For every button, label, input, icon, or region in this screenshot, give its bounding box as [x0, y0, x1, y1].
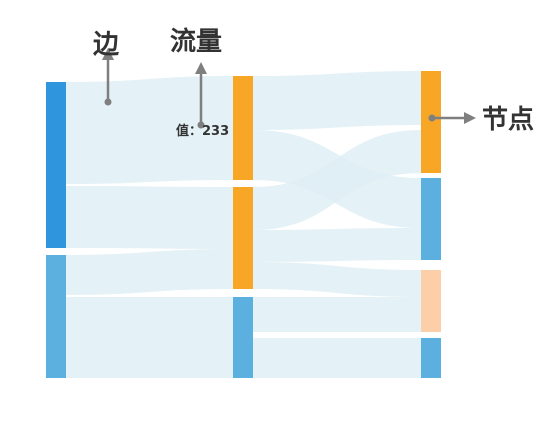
node-annotation-arrow: [428, 112, 476, 124]
links-layer: [66, 71, 421, 378]
flow-annotation-arrow: [195, 62, 207, 129]
node-mid-middle: [233, 187, 253, 289]
edge-label: 边: [93, 30, 120, 60]
node-right-1: [421, 71, 441, 173]
node-left-top: [46, 82, 66, 248]
link-mid-top-to-right-1: [253, 71, 421, 130]
link-mid-middle-to-right-3: [253, 262, 421, 297]
nodes-layer: [46, 71, 441, 378]
watermark-main: 知乎 @镝次元数据: [398, 391, 531, 410]
link-mid-bottom-to-right-3: [253, 297, 421, 332]
node-label: 节点: [482, 104, 534, 135]
node-right-3: [421, 270, 441, 332]
node-mid-top: [233, 76, 253, 180]
link-left-top-to-mid-middle: [66, 186, 233, 249]
node-right-4: [421, 338, 441, 378]
link-left-bottom-to-mid-middle: [66, 249, 233, 295]
link-mid-bottom-to-right-4: [253, 338, 421, 378]
node-mid-bottom: [233, 297, 253, 378]
node-right-2: [421, 178, 441, 260]
edge-annotation-arrow: [102, 48, 114, 106]
link-mid-middle-to-right-1: [253, 130, 421, 230]
flow-label: 流量: [170, 27, 222, 57]
link-mid-middle-to-right-2: [253, 228, 421, 262]
link-left-bottom-to-mid-bottom: [66, 297, 233, 378]
watermark-sub: CSDN @静尾: [470, 410, 538, 424]
node-left-bottom: [46, 255, 66, 378]
value-label: 值：233: [176, 123, 229, 139]
